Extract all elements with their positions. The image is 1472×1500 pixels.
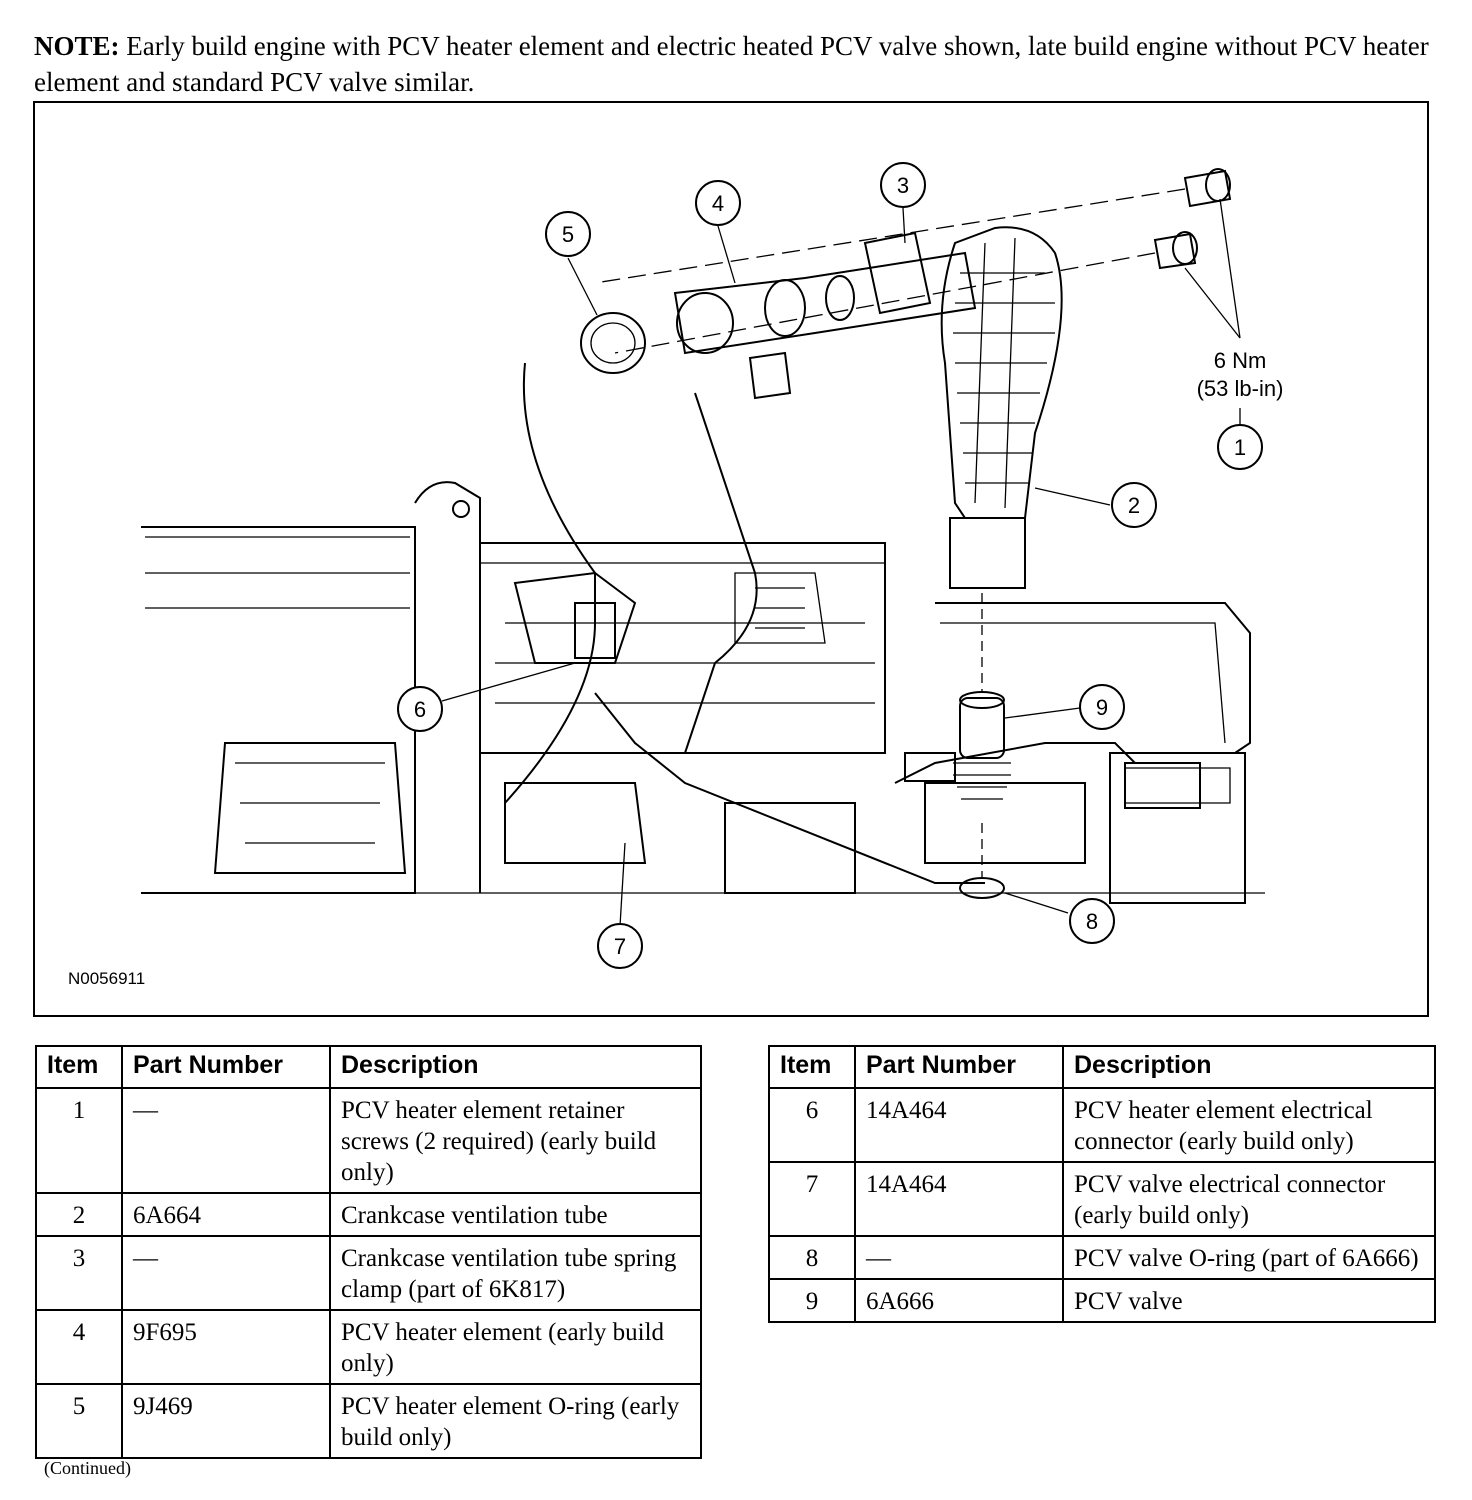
note-text: Early build engine with PCV heater eleme… bbox=[34, 31, 1429, 97]
torque-lbin: (53 lb-in) bbox=[1197, 376, 1284, 401]
note-label: NOTE: bbox=[34, 31, 120, 61]
table-header-row: Item Part Number Description bbox=[35, 1045, 702, 1089]
cell-item: 8 bbox=[768, 1235, 856, 1280]
callout-5: 5 bbox=[545, 211, 591, 257]
cell-description: PCV valve electrical connector (early bu… bbox=[1062, 1161, 1436, 1237]
parts-table-right: Item Part Number Description 6 14A464 PC… bbox=[768, 1045, 1436, 1323]
cell-item: 9 bbox=[768, 1278, 856, 1323]
cell-part-number: — bbox=[121, 1087, 331, 1194]
table-row: 6 14A464 PCV heater element electrical c… bbox=[768, 1087, 1436, 1163]
note-paragraph: NOTE: Early build engine with PCV heater… bbox=[34, 28, 1434, 100]
cell-description: PCV heater element (early build only) bbox=[329, 1309, 702, 1385]
engine-illustration: 6 Nm (53 lb-in) 1 2 3 4 5 6 7 8 9 N00569… bbox=[33, 101, 1429, 1017]
continued-label: (Continued) bbox=[44, 1458, 131, 1478]
table-row: 7 14A464 PCV valve electrical connector … bbox=[768, 1161, 1436, 1237]
table-row: 1 — PCV heater element retainer screws (… bbox=[35, 1087, 702, 1194]
cell-item: 5 bbox=[35, 1383, 123, 1459]
header-description: Description bbox=[329, 1045, 702, 1089]
callout-8: 8 bbox=[1069, 898, 1115, 944]
svg-text:7: 7 bbox=[614, 934, 626, 959]
table-row: 3 — Crankcase ventilation tube spring cl… bbox=[35, 1235, 702, 1311]
table-row: 4 9F695 PCV heater element (early build … bbox=[35, 1309, 702, 1385]
cell-part-number: 6A666 bbox=[854, 1278, 1064, 1323]
callout-6: 6 bbox=[397, 686, 443, 732]
header-item: Item bbox=[768, 1045, 856, 1089]
callout-1: 1 bbox=[1217, 424, 1263, 470]
cell-item: 1 bbox=[35, 1087, 123, 1194]
pcv-valve-drawing bbox=[953, 593, 1011, 899]
cell-part-number: — bbox=[854, 1235, 1064, 1280]
cell-description: PCV valve O-ring (part of 6A666) bbox=[1062, 1235, 1436, 1280]
cell-description: PCV heater element retainer screws (2 re… bbox=[329, 1087, 702, 1194]
header-part-number: Part Number bbox=[121, 1045, 331, 1089]
cell-description: PCV heater element electrical connector … bbox=[1062, 1087, 1436, 1163]
svg-text:2: 2 bbox=[1128, 493, 1140, 518]
cell-item: 2 bbox=[35, 1192, 123, 1237]
svg-text:6: 6 bbox=[414, 697, 426, 722]
cell-part-number: — bbox=[121, 1235, 331, 1311]
table-row: 9 6A666 PCV valve bbox=[768, 1278, 1436, 1323]
crankcase-tube-drawing bbox=[940, 226, 1063, 589]
cell-description: PCV valve bbox=[1062, 1278, 1436, 1323]
callout-4: 4 bbox=[695, 180, 741, 226]
callout-7: 7 bbox=[597, 923, 643, 969]
cell-part-number: 14A464 bbox=[854, 1087, 1064, 1163]
cell-part-number: 6A664 bbox=[121, 1192, 331, 1237]
callout-3: 3 bbox=[880, 162, 926, 208]
cell-part-number: 14A464 bbox=[854, 1161, 1064, 1237]
cell-item: 3 bbox=[35, 1235, 123, 1311]
cell-description: Crankcase ventilation tube bbox=[329, 1192, 702, 1237]
table-row: 2 6A664 Crankcase ventilation tube bbox=[35, 1192, 702, 1237]
cell-part-number: 9F695 bbox=[121, 1309, 331, 1385]
cell-description: Crankcase ventilation tube spring clamp … bbox=[329, 1235, 702, 1311]
svg-text:3: 3 bbox=[897, 173, 909, 198]
torque-nm: 6 Nm bbox=[1214, 348, 1267, 373]
table-row: 8 — PCV valve O-ring (part of 6A666) bbox=[768, 1235, 1436, 1280]
cell-item: 4 bbox=[35, 1309, 123, 1385]
header-part-number: Part Number bbox=[854, 1045, 1064, 1089]
retainer-screws-drawing bbox=[594, 168, 1232, 354]
cell-item: 7 bbox=[768, 1161, 856, 1237]
table-header-row: Item Part Number Description bbox=[768, 1045, 1436, 1089]
engine-body bbox=[141, 481, 1265, 904]
wiring-harness-drawing bbox=[504, 362, 1201, 884]
svg-text:1: 1 bbox=[1234, 435, 1246, 460]
svg-text:9: 9 bbox=[1096, 695, 1108, 720]
header-item: Item bbox=[35, 1045, 123, 1089]
svg-text:8: 8 bbox=[1086, 909, 1098, 934]
leader-lines bbox=[441, 198, 1241, 927]
cell-part-number: 9J469 bbox=[121, 1383, 331, 1459]
parts-table-left: Item Part Number Description 1 — PCV hea… bbox=[35, 1045, 702, 1459]
cell-description: PCV heater element O-ring (early build o… bbox=[329, 1383, 702, 1459]
callout-9: 9 bbox=[1079, 684, 1125, 730]
cell-item: 6 bbox=[768, 1087, 856, 1163]
table-row: 5 9J469 PCV heater element O-ring (early… bbox=[35, 1383, 702, 1459]
engine-drawing: 6 Nm (53 lb-in) 1 2 3 4 5 6 7 8 9 bbox=[141, 162, 1284, 969]
callout-2: 2 bbox=[1111, 482, 1157, 528]
heater-element-drawing bbox=[580, 231, 977, 400]
svg-text:5: 5 bbox=[562, 222, 574, 247]
figure-code: N0056911 bbox=[68, 969, 146, 988]
header-description: Description bbox=[1062, 1045, 1436, 1089]
svg-text:4: 4 bbox=[712, 191, 724, 216]
